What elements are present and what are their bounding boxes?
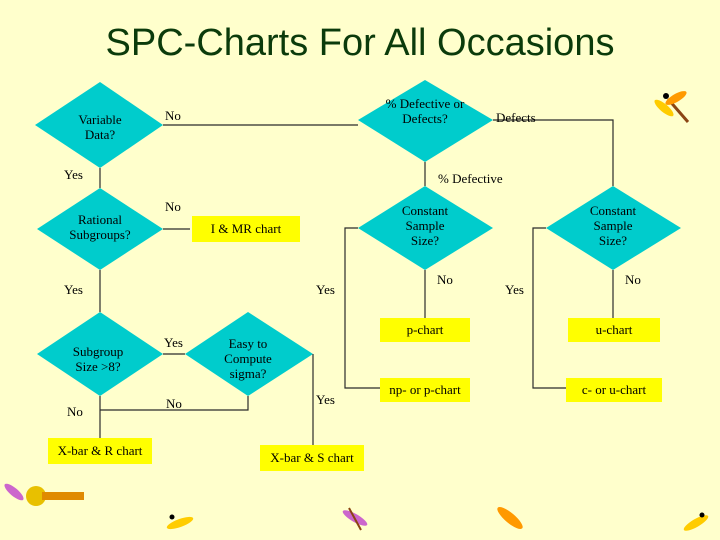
page-title: SPC-Charts For All Occasions — [105, 22, 615, 64]
label-const-p-yes: Yes — [316, 282, 335, 297]
decision-constant-size-p: Constant Sample Size? — [401, 203, 449, 248]
box-i-mr-chart: I & MR chart — [192, 216, 300, 242]
line-const-u-yes — [532, 227, 566, 389]
diamond-rational-subgroups — [37, 188, 163, 270]
decision-easy-sigma: Easy to Compute sigma? — [224, 336, 272, 381]
diamond-constant-size-p — [358, 186, 493, 270]
label-rational-yes: Yes — [64, 282, 83, 297]
label-variable-no: No — [165, 108, 181, 123]
diamond-variable-data — [35, 82, 163, 168]
diamond-easy-sigma — [185, 312, 313, 396]
label-const-p-no: No — [437, 272, 453, 287]
key-dragonfly-icon — [4, 483, 84, 506]
label-easy-yes: Yes — [316, 392, 335, 407]
box-xbar-s-chart: X-bar & S chart — [260, 445, 364, 471]
decision-constant-size-u: Constant Sample Size? — [589, 203, 637, 248]
diamond-constant-size-u — [546, 186, 681, 270]
box-xbar-r-chart: X-bar & R chart — [48, 438, 152, 464]
decision-percent-defective: % Defective or Defects? — [385, 96, 465, 126]
diamond-subgroup-size — [37, 312, 163, 396]
label-const-u-no: No — [625, 272, 641, 287]
line-easy-no — [100, 396, 249, 411]
dragonfly-icon — [497, 507, 523, 529]
box-u-chart: u-chart — [568, 318, 660, 342]
label-pct-defective: % Defective — [438, 171, 503, 186]
dragonfly-icon — [342, 507, 368, 531]
box-np-p-chart: np- or p-chart — [380, 378, 470, 402]
label-variable-yes: Yes — [64, 167, 83, 182]
label-easy-no: No — [166, 396, 182, 411]
label-const-u-yes: Yes — [505, 282, 524, 297]
box-c-u-chart: c- or u-chart — [566, 378, 662, 402]
diamond-percent-defective — [358, 80, 493, 162]
line-const-p-yes — [344, 227, 380, 389]
label-defects: Defects — [496, 110, 536, 125]
dragonfly-icon — [654, 91, 690, 123]
dragonfly-icon — [166, 514, 194, 530]
label-subgroup-yes: Yes — [164, 335, 183, 350]
dragonfly-icon — [683, 512, 709, 531]
decision-subgroup-size: Subgroup Size >8? — [72, 344, 124, 374]
box-p-chart: p-chart — [380, 318, 470, 342]
label-subgroup-no: No — [67, 404, 83, 419]
decision-variable-data: Variable Data? — [78, 112, 122, 142]
decision-rational-subgroups: Rational Subgroups? — [69, 212, 131, 242]
line-defects — [493, 119, 614, 186]
label-rational-no: No — [165, 199, 181, 214]
